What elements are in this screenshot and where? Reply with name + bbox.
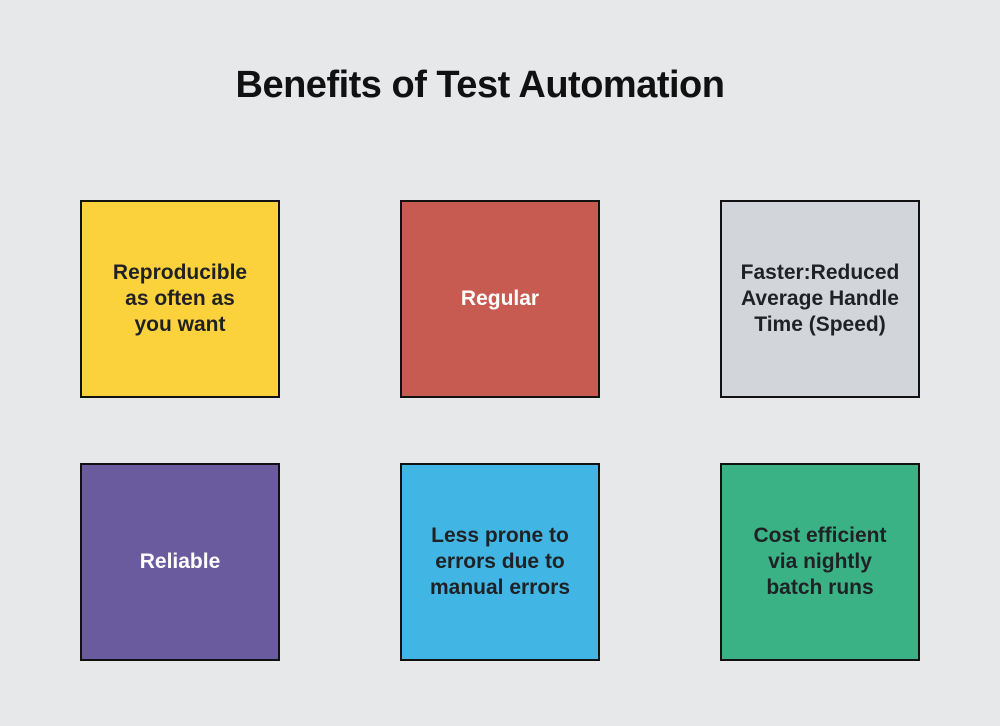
benefit-box-regular: Regular bbox=[400, 200, 600, 398]
benefit-box-reproducible: Reproducible as often as you want bbox=[80, 200, 280, 398]
benefit-box-cost-efficient: Cost efficient via nightly batch runs bbox=[720, 463, 920, 661]
benefit-box-faster: Faster:Reduced Average Handle Time (Spee… bbox=[720, 200, 920, 398]
benefit-box-less-errors: Less prone to errors due to manual error… bbox=[400, 463, 600, 661]
benefit-box-reliable: Reliable bbox=[80, 463, 280, 661]
page-title: Benefits of Test Automation bbox=[235, 64, 725, 106]
